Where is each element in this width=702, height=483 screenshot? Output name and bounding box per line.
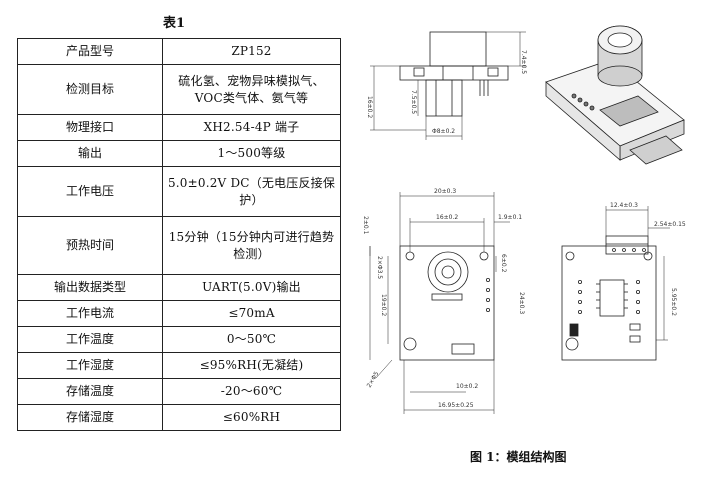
table-row: 工作电流≤70mA xyxy=(17,300,341,327)
row-value: ≤70mA xyxy=(162,300,341,327)
dim-label: 1.9±0.1 xyxy=(498,214,522,221)
dim-label: 12.4±0.3 xyxy=(610,202,638,209)
chip xyxy=(599,279,625,317)
dim-label: 7.5±0.5 xyxy=(410,90,417,114)
dim-label: 24±0.3 xyxy=(518,292,525,314)
dim-label: 10±0.2 xyxy=(456,383,478,390)
figure-caption: 图 1：模组结构图 xyxy=(470,450,567,464)
row-label: 存储温度 xyxy=(17,378,163,405)
sensor-top-block xyxy=(429,31,487,67)
row-value: -20～60℃ xyxy=(162,378,341,405)
mount-hole-large xyxy=(403,337,417,351)
row-label: 物理接口 xyxy=(17,114,163,141)
row-value: XH2.54-4P 端子 xyxy=(162,114,341,141)
row-value: ZP152 xyxy=(162,38,341,65)
dim-label: 2×Φ5 xyxy=(366,370,381,389)
pcb-top xyxy=(399,245,495,361)
row-label: 工作湿度 xyxy=(17,352,163,379)
table-row: 存储温度-20～60℃ xyxy=(17,378,341,405)
row-label: 检测目标 xyxy=(17,64,163,115)
row-label: 输出 xyxy=(17,140,163,167)
row-label: 工作电压 xyxy=(17,166,163,217)
pcb-bottom xyxy=(561,245,657,361)
row-value: 1～500等级 xyxy=(162,140,341,167)
connector-xh254 xyxy=(605,235,649,255)
row-value: ≤60%RH xyxy=(162,404,341,431)
row-value: 硫化氢、宠物异味模拟气、VOC类气体、氨气等 xyxy=(162,64,341,115)
row-label: 工作电流 xyxy=(17,300,163,327)
dim-label: 2±0.1 xyxy=(362,216,369,235)
isometric-view xyxy=(545,25,685,165)
row-label: 工作温度 xyxy=(17,326,163,353)
top-view xyxy=(369,192,510,414)
row-value: ≤95%RH(无凝结) xyxy=(162,352,341,379)
module-structure-drawing: 7.4±0.5 7.5±0.5 16±0.2 Φ8±0.2 20±0.3 16±… xyxy=(362,25,686,414)
dim-label: 16±0.2 xyxy=(436,214,458,221)
table-row: 工作湿度≤95%RH(无凝结) xyxy=(17,352,341,379)
dim-label: 16±0.2 xyxy=(366,96,373,118)
row-value: 15分钟（15分钟内可进行趋势检测） xyxy=(162,216,341,275)
dim-label: 6±0.2 xyxy=(500,254,507,273)
table-row: 存储湿度≤60%RH xyxy=(17,404,341,431)
table-row: 检测目标硫化氢、宠物异味模拟气、VOC类气体、氨气等 xyxy=(17,64,341,115)
row-label: 产品型号 xyxy=(17,38,163,65)
dim-label: 19±0.2 xyxy=(380,294,387,316)
dim-label: 20±0.3 xyxy=(434,188,456,195)
row-label: 存储湿度 xyxy=(17,404,163,431)
dim-label: 7.4±0.5 xyxy=(520,50,527,74)
bottom-view xyxy=(561,206,670,361)
row-label: 输出数据类型 xyxy=(17,274,163,301)
dim-label: 16.95±0.25 xyxy=(438,402,474,409)
row-value: 5.0±0.2V DC（无电压反接保护） xyxy=(162,166,341,217)
dim-label: 2.54±0.15 xyxy=(654,221,686,228)
row-value: 0～50℃ xyxy=(162,326,341,353)
row-value: UART(5.0V)输出 xyxy=(162,274,341,301)
dim-label: Φ8±0.2 xyxy=(432,128,455,135)
side-view xyxy=(370,31,526,140)
sensor-cylinder xyxy=(425,79,463,117)
table-title: 表1 xyxy=(163,16,186,31)
dim-label: 5.95±0.2 xyxy=(670,288,677,316)
dim-label: 2×Φ3.5 xyxy=(376,256,383,279)
row-label: 预热时间 xyxy=(17,216,163,275)
mount-hole-small xyxy=(405,251,415,261)
sensor-outline xyxy=(427,251,469,293)
